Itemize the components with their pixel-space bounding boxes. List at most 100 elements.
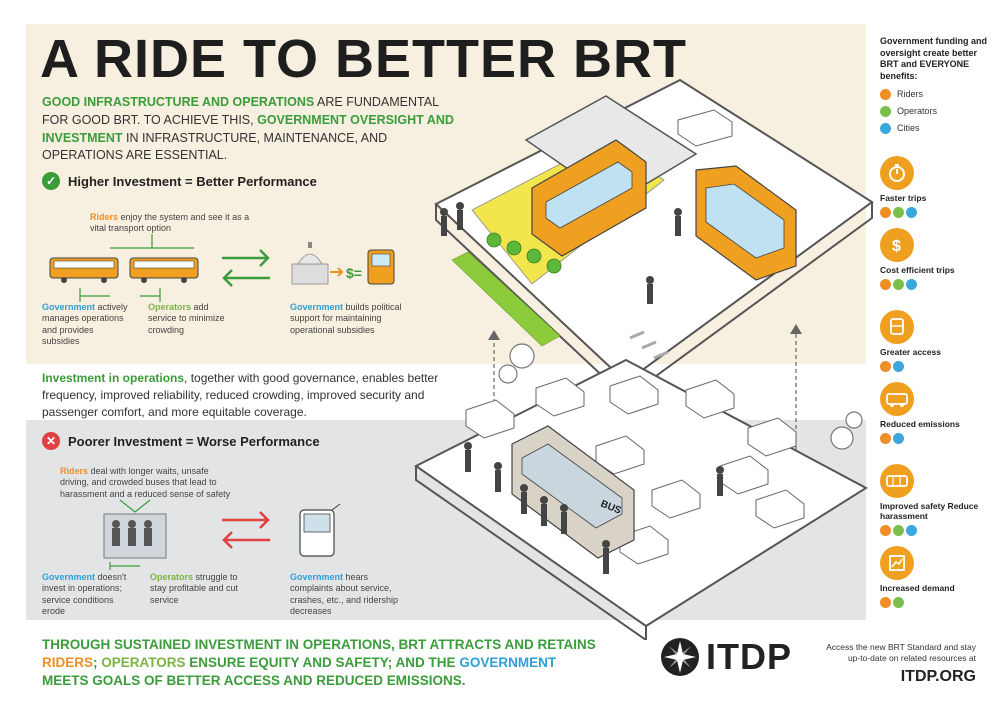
capitol-building-icon [291, 242, 329, 285]
intro-paragraph: GOOD INFRASTRUCTURE AND OPERATIONS ARE F… [42, 94, 462, 165]
footer-statement: THROUGH SUSTAINED INVESTMENT IN OPERATIO… [42, 636, 602, 691]
benefit-label: Greater access [880, 347, 941, 357]
legend-label: Operators [897, 106, 938, 117]
footer-part: MEETS GOALS OF BETTER ACCESS AND REDUCED… [42, 673, 466, 689]
government-label: Government [290, 572, 344, 582]
government-label: Government [42, 302, 96, 312]
benefit-label: Faster trips [880, 193, 927, 203]
good-gov-note: Government actively manages operations a… [42, 302, 132, 347]
itdp-wordmark: ITDP [706, 636, 793, 677]
good-diagram [49, 234, 199, 302]
brt-street-illustration: BUS [414, 78, 874, 640]
bus-front-icon [367, 249, 395, 285]
bus-front-icon [880, 310, 914, 344]
old-bus-icon [511, 425, 635, 559]
sidebar-heading: Government funding and oversight create … [880, 36, 987, 82]
bus-safety-icon [880, 464, 914, 498]
operators-label: Operators [150, 572, 194, 582]
operators-label: Operators [148, 302, 192, 312]
gov2-note-text: hears complaints about service, crashes,… [290, 572, 399, 616]
benefit-improved-safety: Improved safety Reduce harassment [880, 464, 990, 536]
good-heading-text: Higher Investment = Better Performance [68, 173, 317, 189]
gov-note-text: doesn't invest in operations; service co… [42, 572, 127, 616]
benefit-greater-access: Greater access [880, 310, 990, 372]
legend-riders: Riders [880, 88, 990, 100]
benefit-increased-demand: Increased demand [880, 546, 990, 608]
gov-note-text: actively manages operations and provides… [42, 302, 128, 346]
access-note: Access the new BRT Standard and stay up-… [826, 642, 976, 664]
bad-riders-note: Riders deal with longer waits, unsafe dr… [60, 466, 240, 500]
gov2-note-text: builds political support for maintaining… [290, 302, 402, 335]
page-title: A RIDE TO BETTER BRT [40, 29, 688, 89]
traffic-cars [465, 375, 805, 565]
riders-label: Riders [90, 212, 119, 222]
tree-icon [486, 232, 562, 274]
footer-government: GOVERNMENT [459, 655, 557, 671]
dollar-equals-icon: $= [346, 265, 362, 281]
good-gov2-note: Government builds political support for … [290, 302, 410, 336]
waiting-rider-figures [464, 442, 724, 574]
legend-label: Riders [897, 89, 924, 100]
benefit-label: Increased demand [880, 583, 955, 593]
footer-part: THROUGH SUSTAINED INVESTMENT IN OPERATIO… [42, 637, 596, 652]
benefits-sidebar: Government funding and oversight create … [880, 36, 990, 134]
ops-note-text: add service to minimize crowding [148, 302, 225, 335]
car-icon [677, 109, 733, 147]
intro-text-2: IN INFRASTRUCTURE, MAINTENANCE, AND OPER… [42, 130, 388, 163]
cities-dot [880, 122, 891, 134]
bus-icon [129, 257, 199, 283]
legend-label: Cities [897, 123, 920, 134]
bad-heading: ✕ Poorer Investment = Worse Performance [42, 432, 320, 450]
riders-note-text: deal with longer waits, unsafe driving, … [60, 466, 231, 499]
itdp-star-logo-icon [661, 638, 699, 676]
brt-bus-icon [531, 139, 647, 257]
middle-text: , together with good governance, enables… [42, 371, 439, 419]
stopwatch-icon [880, 156, 914, 190]
riders-label: Riders [60, 466, 89, 476]
footer-part: ENSURE EQUITY AND SAFETY; AND THE [185, 655, 460, 671]
government-label: Government [42, 572, 96, 582]
x-icon: ✕ [42, 432, 60, 450]
middle-emphasis: Investment in operations [42, 371, 185, 385]
good-heading: ✓ Higher Investment = Better Performance [42, 172, 317, 190]
svg-text:$: $ [892, 238, 901, 255]
government-label: Government [290, 302, 344, 312]
intro-text-1: ARE FUNDAMENTAL FOR GOOD BRT. TO ACHIEVE… [42, 95, 439, 127]
bad-ops-note: Operators struggle to stay profitable an… [150, 572, 242, 606]
itdp-logo: ITDP [660, 636, 792, 678]
ops-note-text: struggle to stay profitable and cut serv… [150, 572, 239, 605]
riders-dot [880, 88, 891, 100]
legend-cities: Cities [880, 122, 990, 134]
brt-bus-icon [695, 165, 797, 281]
bus-side-icon [880, 382, 914, 416]
bus-icon [49, 257, 119, 283]
old-bus-front-icon [299, 504, 341, 557]
cycle-arrows-green [222, 249, 270, 287]
exhaust-cloud-icon [498, 343, 863, 450]
cycle-arrows-red [222, 511, 270, 549]
bad-gov-note: Government doesn't invest in operations;… [42, 572, 134, 617]
footer-operators: OPERATORS [101, 655, 186, 671]
riders-note-text: enjoy the system and see it as a vital t… [90, 212, 250, 234]
benefit-label: Improved safety Reduce harassment [880, 501, 979, 521]
chart-icon [880, 546, 914, 580]
government-support-illustration: $= [291, 242, 395, 285]
operators-dot [880, 105, 891, 117]
check-icon: ✓ [42, 172, 60, 190]
itdp-url-link[interactable]: ITDP.ORG [900, 668, 976, 685]
benefit-label: Cost efficient trips [880, 265, 955, 275]
benefit-cost-efficient: $ Cost efficient trips [880, 228, 990, 290]
good-ops-note: Operators add service to minimize crowdi… [148, 302, 238, 336]
benefit-reduced-emissions: Reduced emissions [880, 382, 990, 444]
intro-emphasis-2: GOVERNMENT OVERSIGHT AND INVESTMENT [42, 112, 454, 145]
benefit-label: Reduced emissions [880, 419, 960, 429]
footer-riders: RIDERS [42, 655, 94, 671]
dollar-icon: $ [880, 228, 914, 262]
rider-figures [440, 202, 682, 304]
bad-gov2-note: Government hears complaints about servic… [290, 572, 400, 617]
legend-operators: Operators [880, 105, 990, 117]
crowded-bus-interior-illustration [103, 499, 167, 570]
intro-emphasis-1: GOOD INFRASTRUCTURE AND OPERATIONS [42, 95, 315, 109]
middle-paragraph: Investment in operations, together with … [42, 370, 462, 420]
bad-heading-text: Poorer Investment = Worse Performance [68, 433, 320, 449]
